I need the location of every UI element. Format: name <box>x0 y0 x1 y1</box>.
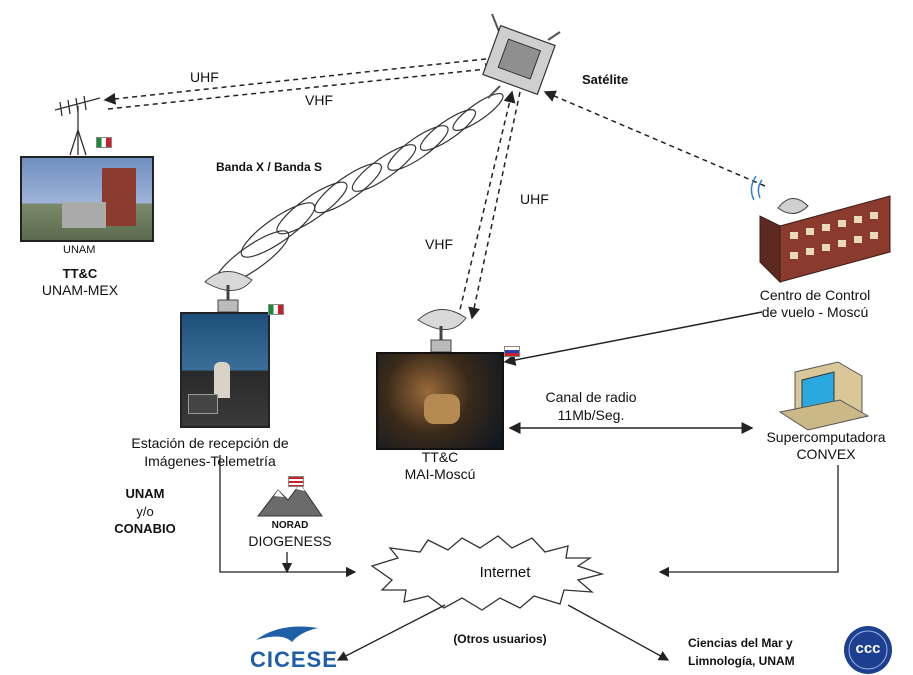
cicese-logo-icon <box>256 626 318 642</box>
mai-control-room-photo <box>376 352 504 450</box>
dish-antenna-icon <box>417 309 467 353</box>
cloud-icon <box>370 535 605 611</box>
link-internet-ciencias <box>567 604 670 661</box>
label-unam-building: UNAM <box>63 244 96 256</box>
control-center-building <box>750 175 891 284</box>
link-control-mai <box>503 311 763 366</box>
label-band: Banda X / Banda S <box>216 160 323 174</box>
label-radio-2: 11Mb/Seg. <box>557 407 625 423</box>
label-control-1: Centro de Control <box>759 287 871 303</box>
flag-icon <box>288 476 304 487</box>
satellite-icon <box>482 13 561 99</box>
label-control-2: de vuelo - Moscú <box>761 304 869 320</box>
computer-icon <box>778 361 870 431</box>
label-unam-conabio-1: UNAM <box>125 486 165 501</box>
label-unam-conabio-2: y/o <box>136 504 154 519</box>
label-super-2: CONVEX <box>796 446 856 462</box>
label-vhf-left: VHF <box>305 92 333 108</box>
mountain-icon <box>256 483 323 517</box>
label-satellite: Satélite <box>582 72 629 87</box>
flag-icon <box>96 137 112 148</box>
flag-icon <box>268 304 284 315</box>
link-vhf-unam <box>107 63 498 110</box>
label-mai-2: MAI-Moscú <box>404 466 476 482</box>
label-super-1: Supercomputadora <box>766 429 886 445</box>
link-internet-cicese <box>336 604 446 661</box>
unam-building-photo <box>20 156 154 242</box>
link-uhf-unam <box>103 57 496 105</box>
label-station-2: Imágenes-Telemetría <box>144 453 276 469</box>
label-uhf-right: UHF <box>520 191 549 207</box>
flag-icon <box>504 346 520 357</box>
link-station-internet <box>219 455 357 578</box>
label-station-1: Estación de recepción de <box>131 435 289 451</box>
label-ciencias-2: Limnología, UNAM <box>688 654 795 668</box>
label-others: (Otros usuarios) <box>453 632 547 646</box>
yagi-antenna-icon <box>54 95 101 156</box>
label-norad: NORAD <box>271 520 309 531</box>
label-radio-1: Canal de radio <box>545 389 637 405</box>
label-diogeness: DIOGENESS <box>248 533 332 549</box>
link-uhf-mai <box>468 91 521 320</box>
label-cicese: CICESE <box>250 647 338 672</box>
reception-station-photo <box>180 312 270 428</box>
link-super-internet <box>658 465 839 578</box>
label-unam-conabio-3: CONABIO <box>114 521 176 536</box>
label-ccc-logo: ccc <box>855 640 881 657</box>
dish-antenna-icon <box>204 271 253 313</box>
label-ttc-unam-2: UNAM-MEX <box>41 282 119 298</box>
ccc-logo-icon <box>844 626 892 674</box>
label-ciencias-1: Ciencias del Mar y <box>688 636 793 650</box>
label-ttc-unam-1: TT&C <box>62 266 98 281</box>
band-xs-beam <box>214 92 504 286</box>
label-vhf-right: VHF <box>425 236 453 252</box>
label-mai-1: TT&C <box>421 449 459 465</box>
label-uhf-left: UHF <box>190 69 219 85</box>
link-vhf-mai <box>457 90 516 319</box>
link-control-satellite <box>543 90 766 187</box>
label-internet: Internet <box>479 564 531 581</box>
